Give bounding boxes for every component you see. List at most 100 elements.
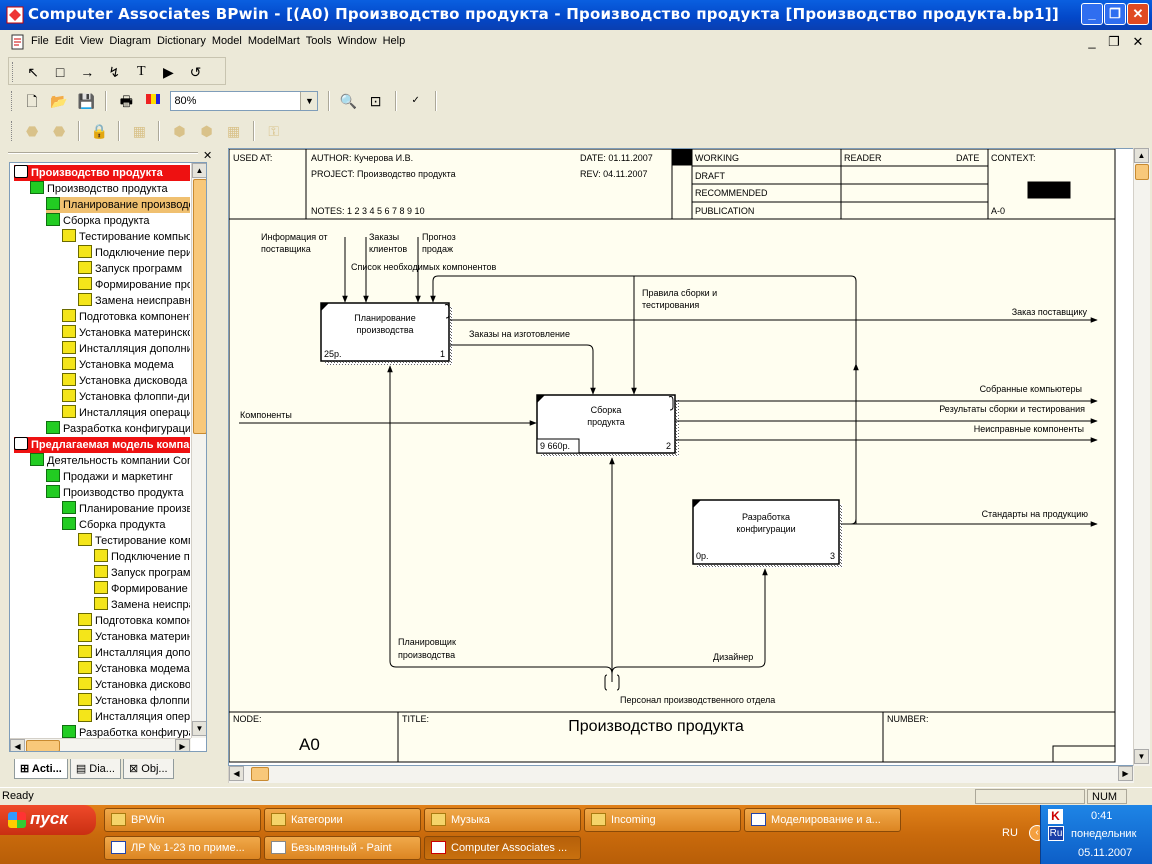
connect-icon[interactable]: ⬣ bbox=[25, 123, 39, 139]
menu-edit[interactable]: Edit bbox=[54, 35, 74, 47]
mdi-minimize-button[interactable]: _ bbox=[1088, 34, 1096, 49]
tree-item[interactable]: Сборка продукта bbox=[62, 517, 166, 533]
lock-icon[interactable]: 🔒 bbox=[90, 123, 108, 139]
mdi-close-button[interactable]: ✕ bbox=[1132, 34, 1144, 49]
tree-item[interactable]: Планирование производства bbox=[62, 501, 190, 517]
tree-item[interactable]: Формирование протокола bbox=[94, 581, 190, 597]
tree-item[interactable]: Производство продукта bbox=[46, 485, 184, 501]
text-tool-icon[interactable]: T bbox=[137, 64, 146, 79]
zoom-combobox[interactable]: 80% ▼ bbox=[170, 91, 319, 111]
canvas-scroll-up-icon[interactable]: ▲ bbox=[1134, 148, 1149, 163]
tree-vertical-scrollbar[interactable]: ▲ ▼ bbox=[191, 163, 206, 738]
tree-item[interactable]: Установка материнской bbox=[62, 325, 190, 341]
chevron-down-icon[interactable]: ▼ bbox=[300, 92, 318, 110]
security-icon[interactable]: ⚿ bbox=[268, 123, 280, 139]
start-button[interactable]: пуск bbox=[0, 805, 96, 835]
tree-item[interactable]: Деятельность компании Computers bbox=[30, 453, 190, 469]
tree-item[interactable]: Установка материнской bbox=[78, 629, 190, 645]
tree-item[interactable]: Установка модема bbox=[62, 357, 174, 373]
tree-horizontal-scrollbar[interactable]: ◀ ▶ bbox=[10, 738, 191, 751]
save-icon[interactable]: 💾 bbox=[77, 93, 95, 109]
activity-box-1[interactable]: Планирование производства 25р. 1 bbox=[320, 302, 453, 365]
change-control-icon[interactable]: ⬢ bbox=[200, 123, 213, 139]
canvas-scroll-down-icon[interactable]: ▼ bbox=[1134, 749, 1149, 764]
tab-diagrams[interactable]: ▤ Dia... bbox=[69, 759, 121, 779]
tree-item[interactable]: Разработка конфигурации bbox=[46, 421, 190, 437]
zoom-fit-icon[interactable]: ⊡ bbox=[369, 93, 382, 109]
language-indicator[interactable]: RU bbox=[1002, 827, 1018, 839]
tree-item[interactable]: Запуск программ bbox=[78, 261, 182, 277]
activity-box-tool-icon[interactable]: □ bbox=[55, 64, 65, 80]
disconnect-icon[interactable]: ⬣ bbox=[53, 123, 66, 139]
tree-item[interactable]: Инсталляция дополнительных bbox=[78, 645, 190, 661]
tree-hscroll-thumb[interactable] bbox=[26, 740, 60, 751]
tree-item[interactable]: Тестирование компьютера bbox=[78, 533, 190, 549]
minimize-button[interactable]: _ bbox=[1081, 3, 1103, 25]
tree-item[interactable]: Запуск программ bbox=[94, 565, 190, 581]
tree-item[interactable]: Разработка конфигурации bbox=[62, 725, 190, 738]
tree-item[interactable]: Замена неисправных bbox=[78, 293, 190, 309]
explorer-close-icon[interactable]: ✕ bbox=[203, 150, 213, 162]
taskbar-item[interactable]: Моделирование и а... bbox=[744, 808, 901, 832]
menu-model[interactable]: Model bbox=[211, 35, 242, 47]
activity-box-2[interactable]: Сборка продукта 9 660р. 2 bbox=[536, 394, 679, 457]
table-icon[interactable]: ▦ bbox=[227, 123, 241, 139]
arrow-planner[interactable] bbox=[387, 365, 613, 675]
tree-item[interactable]: Установка флоппи-дисковода bbox=[78, 693, 190, 709]
go-to-child-icon[interactable]: ▶ bbox=[162, 64, 174, 80]
tree-model-root[interactable]: Предлагаемая модель компании bbox=[14, 437, 190, 453]
tree-item[interactable]: Формирование протокола bbox=[78, 277, 190, 293]
canvas-scroll-right-icon[interactable]: ▶ bbox=[1118, 766, 1133, 781]
tree-item[interactable]: Замена неисправных bbox=[94, 597, 190, 613]
title-bar[interactable]: Computer Associates BPwin - [(A0) Произв… bbox=[0, 0, 1152, 30]
mdi-restore-button[interactable]: ❐ bbox=[1108, 34, 1120, 49]
scroll-left-icon[interactable]: ◀ bbox=[10, 739, 25, 751]
print-icon[interactable]: 🖶 bbox=[119, 93, 133, 109]
taskbar-item[interactable]: BPWin bbox=[104, 808, 261, 832]
scroll-right-icon[interactable]: ▶ bbox=[175, 739, 190, 751]
scroll-up-icon[interactable]: ▲ bbox=[192, 163, 206, 178]
tree-model-root[interactable]: Производство продукта bbox=[14, 165, 190, 181]
menu-modelmart[interactable]: ModelMart bbox=[247, 35, 300, 47]
tree-item[interactable]: Установка модема bbox=[78, 661, 190, 677]
canvas-vscroll-thumb[interactable] bbox=[1135, 164, 1149, 180]
taskbar-item[interactable]: ЛР № 1-23 по приме... bbox=[104, 836, 261, 860]
tree-item[interactable]: Подключение периферии bbox=[94, 549, 190, 565]
go-to-sibling-icon[interactable]: ↺ bbox=[189, 64, 202, 80]
squiggle-tool-icon[interactable]: ↯ bbox=[108, 64, 121, 80]
tree-item[interactable]: Подготовка компонентов bbox=[62, 309, 190, 325]
taskbar-item[interactable]: Computer Associates ... bbox=[424, 836, 581, 860]
color-palette-icon[interactable] bbox=[142, 90, 164, 112]
kaspersky-icon[interactable]: K bbox=[1048, 809, 1063, 824]
new-file-icon[interactable]: 🗋 bbox=[26, 93, 38, 109]
diagram-canvas[interactable]: USED AT: AUTHOR: Кучерова И.В. PROJECT: … bbox=[228, 148, 1134, 766]
close-button[interactable]: ✕ bbox=[1127, 3, 1149, 25]
tree-item[interactable]: Инсталляция операционной bbox=[78, 709, 190, 725]
tab-objects[interactable]: ⊠ Obj... bbox=[122, 759, 174, 779]
spell-check-icon[interactable]: ✓ bbox=[411, 95, 420, 106]
tree-item[interactable]: Установка флоппи-дисковода bbox=[62, 389, 190, 405]
tree-item[interactable]: Сборка продукта bbox=[46, 213, 150, 229]
tree-item[interactable]: Инсталляция дополнительных bbox=[62, 341, 190, 357]
taskbar-item[interactable]: Incoming bbox=[584, 808, 741, 832]
tree-item[interactable]: Производство продукта bbox=[30, 181, 168, 197]
tree-item[interactable]: Продажи и маркетинг bbox=[46, 469, 173, 485]
tree-item[interactable]: Подключение периферии bbox=[78, 245, 190, 261]
clock-time[interactable]: 0:41 bbox=[1091, 810, 1113, 822]
taskbar-item[interactable]: Категории bbox=[264, 808, 421, 832]
activity-box-3[interactable]: Разработка конфигурации 0р. 3 bbox=[692, 499, 843, 568]
tree-item[interactable]: Установка дисковода bbox=[62, 373, 187, 389]
menu-diagram[interactable]: Diagram bbox=[109, 35, 151, 47]
pointer-tool-icon[interactable]: ↖ bbox=[27, 64, 39, 80]
menu-tools[interactable]: Tools bbox=[305, 35, 332, 47]
tree-item[interactable]: Подготовка компонентов bbox=[78, 613, 190, 629]
tree-item[interactable]: Планирование производства bbox=[46, 197, 190, 213]
open-folder-icon[interactable]: 📂 bbox=[50, 93, 68, 109]
canvas-scroll-left-icon[interactable]: ◀ bbox=[229, 766, 244, 781]
canvas-hscroll-thumb[interactable] bbox=[251, 767, 269, 781]
merge-icon[interactable]: ⬢ bbox=[173, 123, 186, 139]
tree-item[interactable]: Тестирование компьютера bbox=[62, 229, 190, 245]
restore-button[interactable]: ❐ bbox=[1104, 3, 1126, 25]
canvas-vertical-scrollbar[interactable]: ▲ ▼ bbox=[1133, 148, 1150, 766]
